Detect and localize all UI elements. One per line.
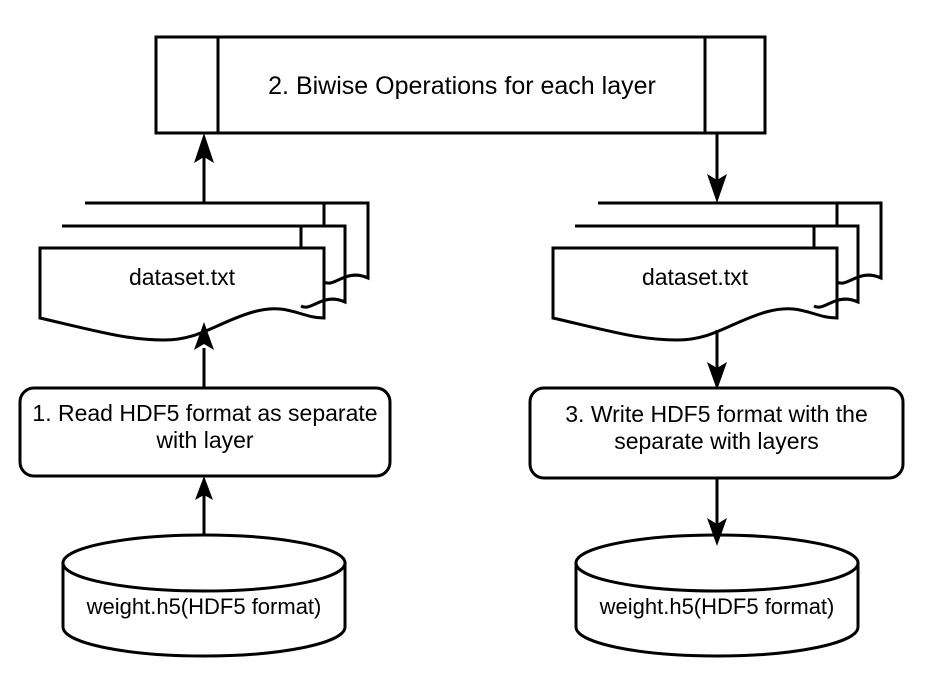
node-left-database[interactable] [61, 533, 347, 658]
node-write-step[interactable] [528, 386, 905, 480]
left-documents-fold-edges [300, 273, 369, 309]
node-right-database[interactable] [574, 533, 860, 658]
edge-read-to-documents [194, 322, 214, 388]
node-read-step[interactable] [18, 386, 392, 478]
edge-documents-to-write [707, 330, 727, 390]
edge-bitwise-to-documents [707, 133, 727, 203]
node-bitwise-process[interactable] [154, 35, 767, 135]
edge-documents-to-bitwise [194, 133, 214, 203]
edge-write-to-db [707, 478, 727, 546]
node-right-documents[interactable] [551, 201, 883, 342]
right-documents-fold-edges [813, 273, 882, 309]
edge-db-to-read [195, 476, 213, 535]
node-left-documents[interactable] [38, 201, 370, 342]
